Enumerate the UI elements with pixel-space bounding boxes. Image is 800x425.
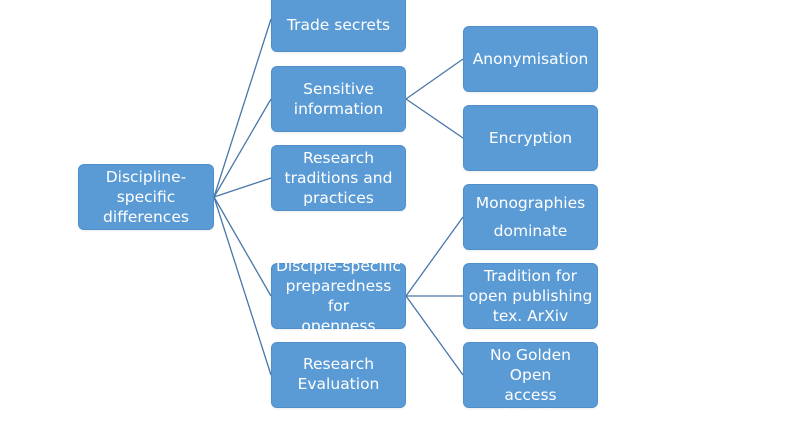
node-monographies-dominate: Monographies dominate: [463, 184, 598, 250]
node-label: Encryption: [488, 129, 573, 147]
node-disciple-specific-preparedness: Disciple-specific preparedness for openn…: [271, 257, 406, 335]
node-research-evaluation: Research Evaluation: [271, 342, 406, 408]
node-label: Discipline- specific differences: [103, 168, 189, 226]
node-label: Tradition for open publishing tex. ArXiv: [468, 267, 593, 325]
root-node-discipline-specific-differences: Discipline- specific differences: [78, 164, 214, 230]
connector-sensitive-to-anon: [405, 58, 464, 100]
node-label: Research Evaluation: [297, 355, 380, 393]
node-label: No Golden Open access publications: [483, 346, 578, 424]
node-label: Anonymisation: [472, 50, 589, 68]
connector-preparedness-to-mono: [405, 216, 464, 297]
node-sensitive-information: Sensitive information: [271, 66, 406, 132]
node-label: Sensitive information: [293, 80, 384, 118]
node-anonymisation: Anonymisation: [463, 26, 598, 92]
connector-root-to-evaluation: [213, 196, 272, 376]
node-tradition-for-open-publishing: Tradition for open publishing tex. ArXiv: [463, 263, 598, 329]
mind-map-diagram: Discipline- specific differences Trade s…: [78, 0, 598, 408]
connector-root-to-sensitive: [213, 98, 272, 198]
node-research-traditions-and-practices: Research traditions and practices: [271, 145, 406, 211]
node-no-golden-open-access: No Golden Open access publications: [463, 342, 598, 424]
connector-preparedness-to-gold: [405, 295, 464, 376]
connector-root-to-trade: [213, 18, 272, 198]
node-label: Monographies dominate: [475, 194, 586, 240]
connector-root-to-preparedness: [213, 196, 272, 297]
node-encryption: Encryption: [463, 105, 598, 171]
node-trade-secrets: Trade secrets: [271, 0, 406, 52]
connectors-layer: [213, 18, 464, 376]
node-label: Research traditions and practices: [284, 149, 393, 207]
node-label: Trade secrets: [286, 16, 391, 34]
connector-sensitive-to-enc: [405, 98, 464, 139]
connector-root-to-traditions: [213, 177, 272, 198]
node-label: Disciple-specific preparedness for openn…: [276, 257, 401, 335]
